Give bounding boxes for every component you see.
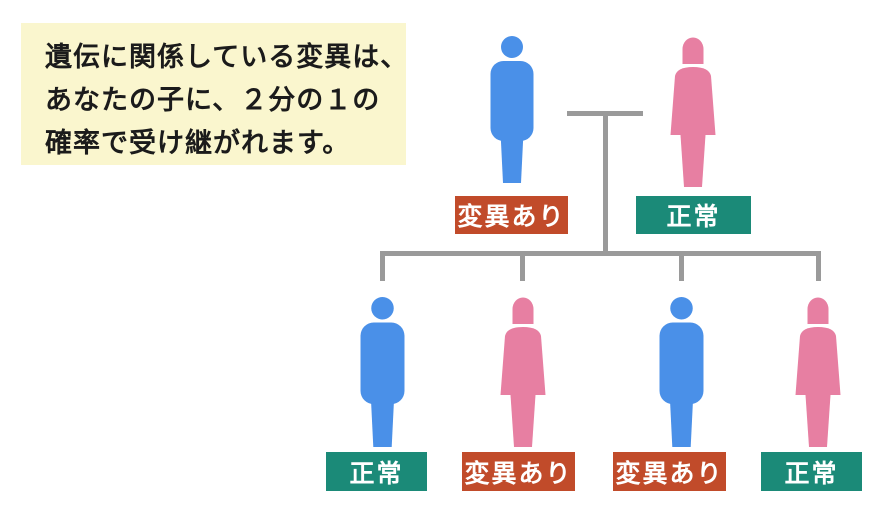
info-text-line-3: 確率で受け継がれます。 xyxy=(45,128,351,158)
child-1-figure male-person-icon xyxy=(360,297,405,447)
child-3-status-text: 変異あり xyxy=(615,459,724,488)
child-3-connector-line xyxy=(679,251,684,281)
child-2-status-text: 変異あり xyxy=(464,459,573,488)
father-status-text: 変異あり xyxy=(457,203,566,231)
child-1-status-badge: 正常 xyxy=(326,452,427,491)
child-3-status-badge: 変異あり xyxy=(613,452,726,491)
father-figure male-person-icon xyxy=(490,36,534,183)
child-1-status-text: 正常 xyxy=(349,459,404,488)
child-4-figure female-person-icon xyxy=(795,297,841,447)
child-1-connector-line xyxy=(380,251,385,281)
info-box: 遺伝に関係している変異は、 あなたの子に、２分の１の 確率で受け継がれます。 xyxy=(21,23,409,165)
mother-status-badge: 正常 xyxy=(636,196,751,234)
mother-figure female-person-icon xyxy=(670,37,716,187)
father-status-badge: 変異あり xyxy=(455,196,568,234)
child-2-status-badge: 変異あり xyxy=(462,452,575,491)
child-2-figure female-person-icon xyxy=(500,297,546,447)
descent-line xyxy=(603,111,608,256)
child-2-connector-line xyxy=(520,251,525,281)
child-4-connector-line xyxy=(816,251,821,281)
info-text-line-2: あなたの子に、２分の１の xyxy=(45,85,381,115)
child-4-status-badge: 正常 xyxy=(761,452,862,491)
child-4-status-text: 正常 xyxy=(784,459,839,488)
info-text-line-1: 遺伝に関係している変異は、 xyxy=(45,42,409,72)
siblings-connector-line xyxy=(380,251,821,256)
child-3-figure male-person-icon xyxy=(659,297,704,447)
mother-status-text: 正常 xyxy=(666,203,721,231)
